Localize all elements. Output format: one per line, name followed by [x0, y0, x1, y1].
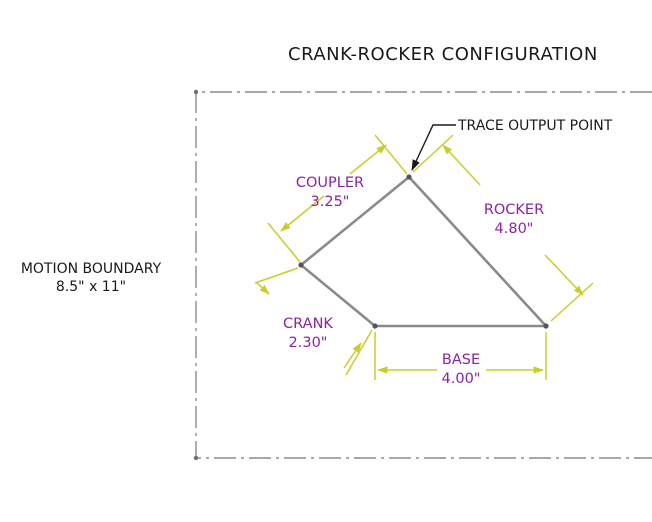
trace-point-leader: [411, 124, 456, 172]
base-value: 4.00": [442, 371, 481, 387]
crank-link: [299, 263, 377, 328]
crank-label: CRANK: [283, 316, 333, 332]
crank-extension-1: [254, 267, 299, 284]
boundary-line: [195, 91, 652, 459]
trace-leader-line: [411, 124, 456, 172]
motion-boundary-size: 8.5" x 11": [56, 279, 126, 295]
crank-extension-2: [345, 329, 373, 376]
coupler-dim-line-1: [280, 195, 325, 232]
crank-dim-line-1: [255, 281, 270, 295]
boundary-corner-top: [193, 89, 199, 95]
crank-dimension: [254, 267, 373, 376]
joint-rocker-base: [543, 323, 549, 329]
coupler-extension-2: [374, 134, 408, 175]
coupler-value: 3.25": [311, 194, 350, 210]
coupler-link: [299, 175, 411, 267]
rocker-dim-line-1: [442, 144, 481, 186]
rocker-dim-line-2: [544, 254, 584, 296]
rocker-value: 4.80": [495, 221, 534, 237]
rocker-link: [407, 175, 548, 328]
base-label: BASE: [442, 352, 480, 368]
trace-output-point-label: TRACE OUTPUT POINT: [457, 118, 613, 134]
joint-crank-base: [372, 323, 378, 329]
rocker-dimension: [412, 134, 594, 322]
joint-trace-point: [406, 174, 412, 180]
crank-value: 2.30": [289, 335, 328, 351]
rocker-label: ROCKER: [484, 202, 544, 218]
boundary-corner-bottom: [193, 455, 199, 461]
coupler-dim-line-2: [349, 144, 387, 175]
linkage: [298, 174, 549, 329]
motion-boundary: [193, 89, 652, 461]
coupler-label: COUPLER: [296, 175, 364, 191]
motion-boundary-label: MOTION BOUNDARY: [21, 261, 162, 277]
coupler-extension-1: [267, 222, 301, 263]
crank-dim-line-2: [343, 342, 362, 369]
joint-coupler-crank: [298, 262, 304, 268]
coupler-dimension: [267, 134, 408, 263]
diagram-title: CRANK-ROCKER CONFIGURATION: [288, 44, 598, 65]
rocker-extension-2: [550, 282, 594, 322]
base-dimension: [374, 332, 547, 380]
